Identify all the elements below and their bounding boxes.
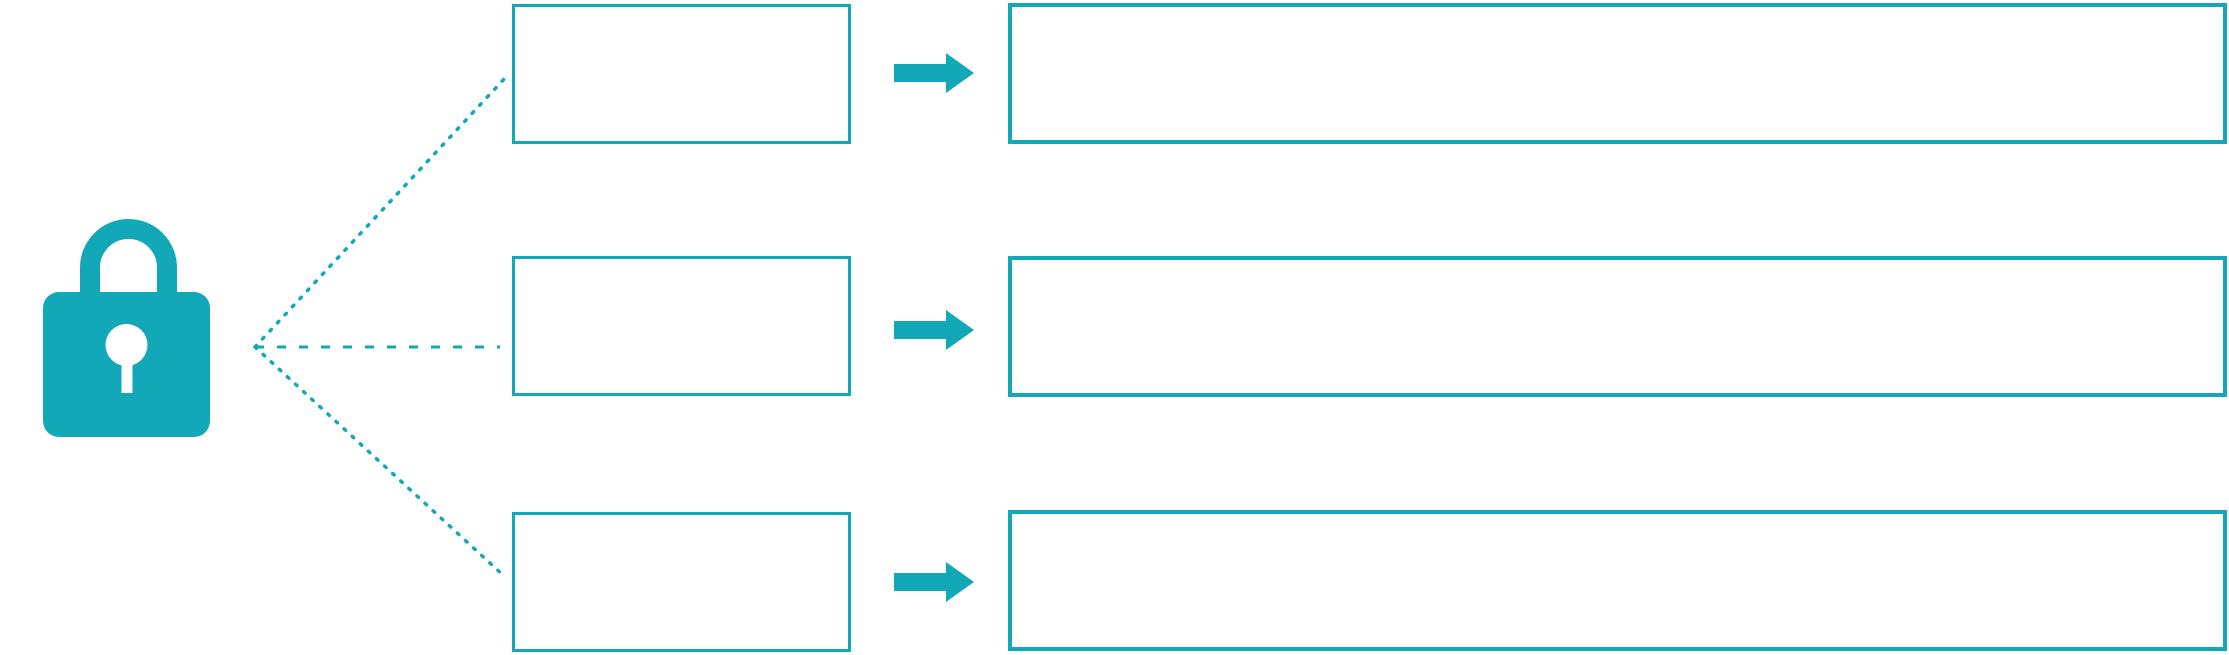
arrow-right-icon xyxy=(894,53,974,93)
dotted-connector-top xyxy=(253,76,507,349)
source-box-2 xyxy=(512,256,851,396)
lock-icon xyxy=(43,219,210,437)
target-box-3 xyxy=(1008,510,2227,651)
arrow-right-icon xyxy=(894,562,974,602)
target-box-2 xyxy=(1008,256,2227,397)
dotted-connector-bottom xyxy=(253,345,506,578)
lock-shackle xyxy=(80,219,177,300)
lock-keyhole-stem xyxy=(121,345,133,393)
target-box-1 xyxy=(1008,3,2227,144)
source-box-3 xyxy=(512,512,851,652)
arrow-right-icon xyxy=(894,310,974,350)
source-box-1 xyxy=(512,4,851,144)
